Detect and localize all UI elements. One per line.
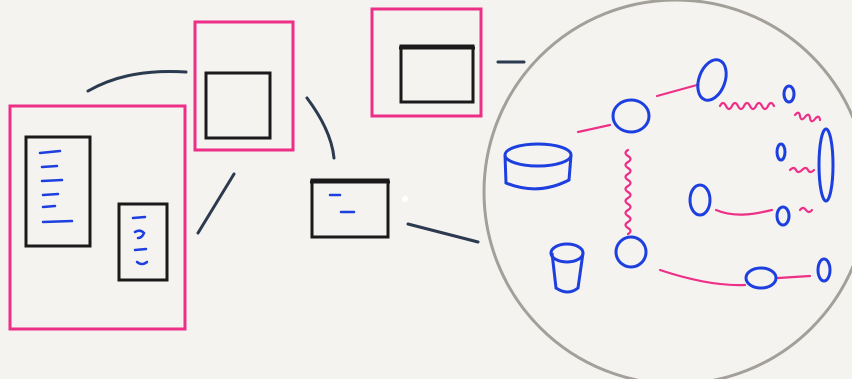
text-line bbox=[135, 260, 149, 266]
document-large bbox=[24, 135, 92, 248]
network-node bbox=[775, 205, 791, 227]
connector-left-group-to-window-a-top bbox=[86, 70, 188, 93]
database-body bbox=[550, 252, 585, 294]
database-icon bbox=[549, 242, 585, 294]
network-link-squiggle bbox=[793, 111, 822, 123]
top-left-window-frame bbox=[193, 20, 295, 152]
network-circle-outline bbox=[482, 0, 852, 379]
text-line bbox=[131, 215, 147, 220]
network-link-squiggle bbox=[788, 166, 816, 174]
database-top bbox=[549, 242, 585, 264]
text-line bbox=[41, 204, 57, 209]
network-link bbox=[714, 208, 774, 216]
network-node bbox=[688, 183, 712, 217]
document-small bbox=[117, 202, 169, 282]
network-node bbox=[775, 142, 787, 162]
network-node bbox=[816, 257, 832, 283]
center-card-text-lines bbox=[328, 193, 356, 214]
text-line bbox=[38, 149, 62, 155]
network-nodes bbox=[503, 58, 835, 294]
network-link-squiggle bbox=[798, 206, 814, 214]
network-link-squiggle bbox=[624, 148, 632, 236]
connector-window-a-to-center-card bbox=[305, 96, 336, 160]
network-node bbox=[817, 127, 835, 203]
connector-center-card-to-network bbox=[406, 222, 480, 244]
network-node bbox=[744, 266, 778, 290]
network-node bbox=[696, 58, 728, 102]
network-node bbox=[782, 84, 796, 104]
center-card-box bbox=[310, 178, 390, 239]
database-icon bbox=[503, 142, 573, 191]
left-group bbox=[8, 104, 187, 331]
top-center-window-frame bbox=[370, 7, 483, 118]
network-node bbox=[614, 235, 648, 269]
network-circle bbox=[482, 0, 852, 379]
dot-marker bbox=[402, 196, 408, 202]
network-link bbox=[655, 83, 699, 98]
window-b-frame bbox=[370, 7, 483, 118]
left-group-frame bbox=[8, 104, 187, 331]
document-small-page bbox=[117, 202, 169, 282]
database-body bbox=[503, 154, 573, 191]
window-b bbox=[399, 44, 475, 104]
connectors bbox=[86, 60, 526, 244]
document-large-text-lines bbox=[38, 149, 74, 224]
document-small-text-lines bbox=[131, 215, 149, 266]
text-line bbox=[133, 229, 146, 240]
network-links bbox=[576, 83, 822, 287]
database-top bbox=[503, 142, 573, 168]
network-link bbox=[776, 274, 812, 280]
document-large-page bbox=[24, 135, 92, 248]
network-node bbox=[611, 98, 651, 134]
network-link-squiggle bbox=[718, 101, 776, 111]
window-a-frame bbox=[193, 20, 295, 152]
text-line bbox=[41, 192, 60, 197]
connector-left-group-to-window-a-bottom bbox=[196, 172, 236, 235]
center-card bbox=[310, 178, 390, 239]
text-line bbox=[41, 219, 74, 224]
text-line bbox=[40, 164, 59, 169]
window-a bbox=[204, 71, 272, 140]
network-link bbox=[658, 268, 747, 287]
network-link bbox=[576, 123, 612, 134]
text-line bbox=[133, 247, 148, 252]
text-line bbox=[40, 178, 64, 183]
